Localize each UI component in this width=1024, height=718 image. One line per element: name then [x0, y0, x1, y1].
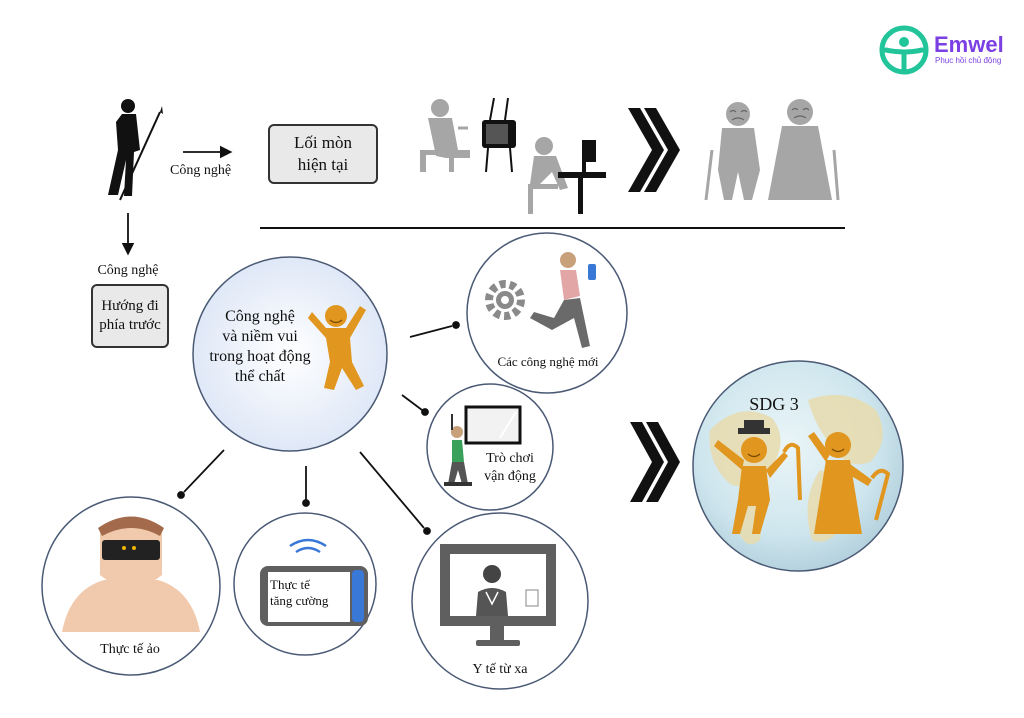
forward-box: Hướng đi phía trước: [91, 284, 169, 348]
runner-icon: [530, 252, 596, 348]
chevron-right-icon: [630, 422, 680, 502]
left-tech-label: Công nghệ: [97, 263, 159, 278]
ar-tablet-icon: [260, 538, 368, 626]
doctor-monitor-icon: [440, 544, 556, 646]
gear-icon: [485, 280, 525, 320]
current-path-box: Lối mòn hiện tại: [268, 124, 378, 184]
vr-label: Thực tế ảo: [100, 642, 160, 657]
telehealth-label: Y tế từ xa: [472, 662, 528, 677]
happy-elderly-couple-icon: [714, 420, 891, 534]
steering-wheel-icon: [879, 25, 929, 75]
connector-lines: [177, 321, 460, 535]
new-tech-label: Các công nghệ mới: [497, 354, 599, 369]
ar-label: Thực tế tăng cường: [270, 577, 329, 609]
exergame-screen-icon: [464, 405, 522, 445]
walking-man-icon: [108, 99, 163, 201]
exergame-label: Trò chơi vận động: [484, 451, 536, 484]
chevron-right-icon: [628, 108, 680, 192]
brand-name: Emwel: [934, 32, 1004, 57]
brand-tagline: Phục hồi chủ động: [935, 56, 1002, 65]
sedentary-figures-icon: [420, 97, 606, 214]
vr-headset-person-icon: [62, 516, 200, 632]
top-tech-label: Công nghệ: [170, 163, 232, 178]
center-title: Công nghệ và niềm vui trong hoạt động th…: [209, 308, 311, 385]
elderly-sad-couple-icon: [704, 99, 840, 201]
sdg-label: SDG 3: [749, 394, 799, 414]
dancing-person-icon: [444, 414, 472, 486]
happy-person-icon: [308, 305, 366, 390]
new-tech-circle: [466, 232, 628, 394]
exergame-circle: [426, 383, 554, 511]
